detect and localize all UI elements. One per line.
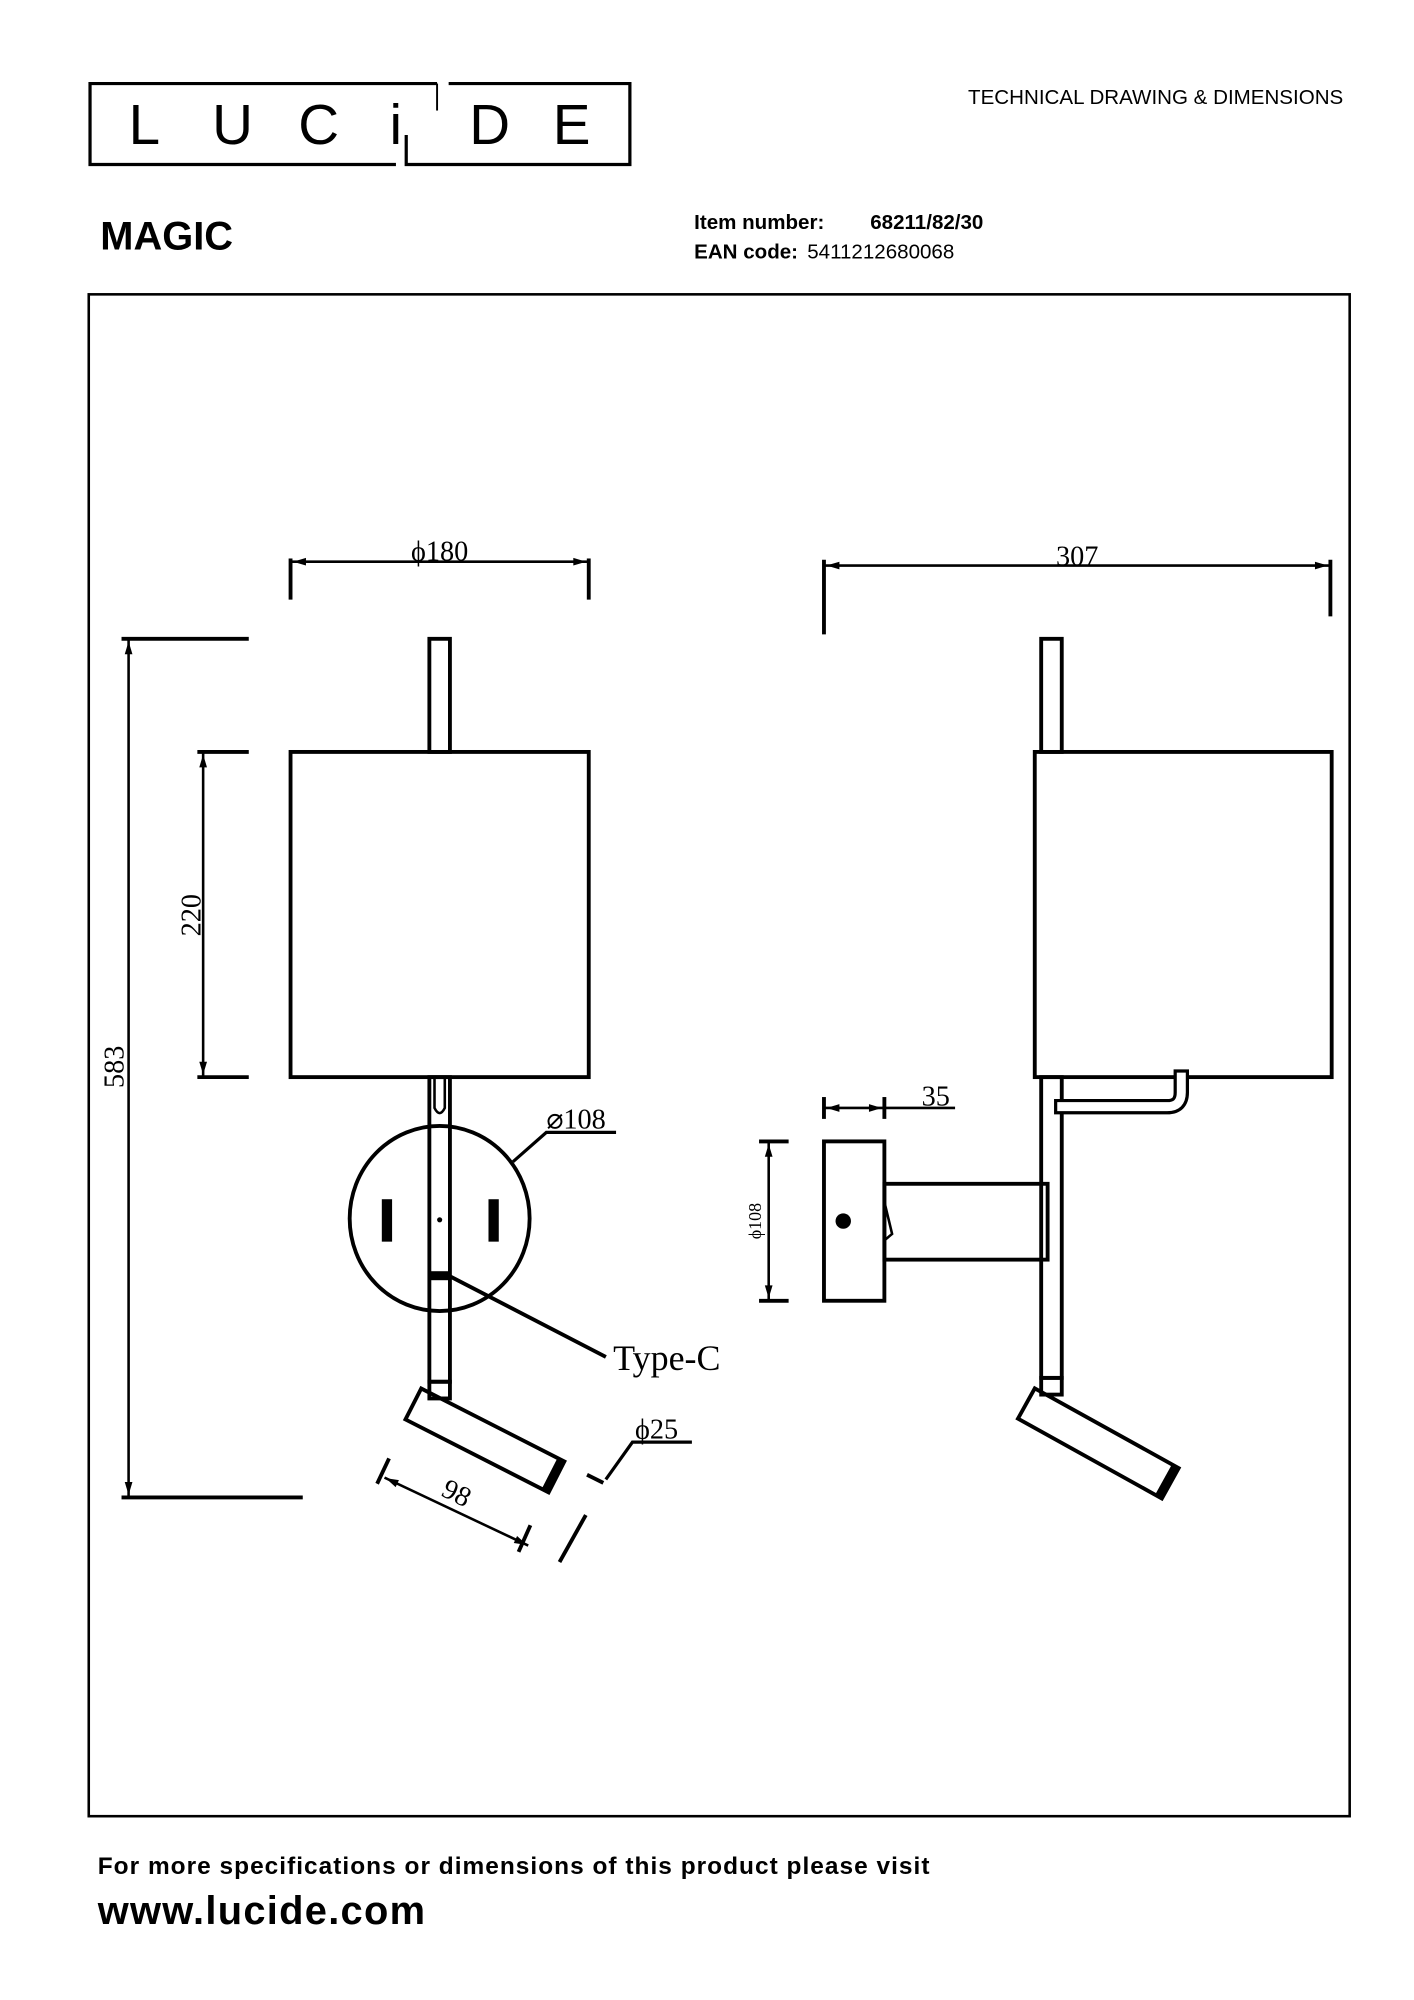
svg-text:i: i (390, 93, 403, 156)
lamp-shade (288, 750, 591, 1080)
front-width-dim: ϕ180 (411, 536, 468, 567)
side-wall-plate (822, 1139, 887, 1303)
side-base-dim: ϕ108 (745, 1203, 765, 1239)
spot-length-dim: 98 (437, 1473, 476, 1513)
svg-text:L: L (129, 93, 160, 156)
product-name: MAGIC (100, 214, 233, 258)
side-mounting-rod (1039, 636, 1064, 754)
wall-plate (347, 1124, 532, 1313)
svg-text:D: D (469, 93, 510, 156)
drawing-frame (87, 293, 1351, 1818)
side-spotlight-head (1015, 1385, 1182, 1502)
shade-height-dim: 220 (177, 894, 208, 936)
front-base-dim: ⌀108 (546, 1105, 605, 1136)
document-type: TECHNICAL DRAWING & DIMENSIONS (968, 86, 1343, 109)
ean-label: EAN code: (694, 240, 798, 263)
side-lamp-shade (1032, 750, 1334, 1080)
spot-diameter-dim: ϕ25 (635, 1414, 678, 1445)
total-height-dim: 583 (99, 1046, 130, 1088)
mounting-rod (427, 636, 452, 754)
website-link[interactable]: www.lucide.com (97, 1889, 427, 1933)
front-view: ϕ180 583 220 ⌀108 Type-C (99, 536, 721, 1564)
spotlight-head (402, 1385, 567, 1495)
usb-c-port (429, 1271, 450, 1281)
port-label: Type-C (613, 1338, 720, 1378)
screw-slot-right (488, 1199, 499, 1242)
side-view: 307 35 ϕ108 (745, 542, 1334, 1502)
switch-button-icon (835, 1213, 851, 1229)
screw-slot-left (381, 1199, 393, 1242)
lucide-logo: L U C i D E (88, 81, 632, 167)
lower-rod (427, 1075, 452, 1384)
item-number: 68211/82/30 (870, 211, 983, 234)
side-arm (882, 1181, 1050, 1262)
svg-text:E: E (553, 93, 591, 156)
depth-dim: 307 (1056, 542, 1098, 573)
svg-text:U: U (212, 93, 253, 156)
svg-text:C: C (298, 93, 339, 156)
base-depth-dim: 35 (922, 1081, 950, 1112)
item-number-label: Item number: (694, 211, 824, 234)
footer-text: For more specifications or dimensions of… (98, 1853, 931, 1880)
side-lower-rod (1039, 1075, 1064, 1380)
ean-code: 5411212680068 (807, 240, 954, 263)
